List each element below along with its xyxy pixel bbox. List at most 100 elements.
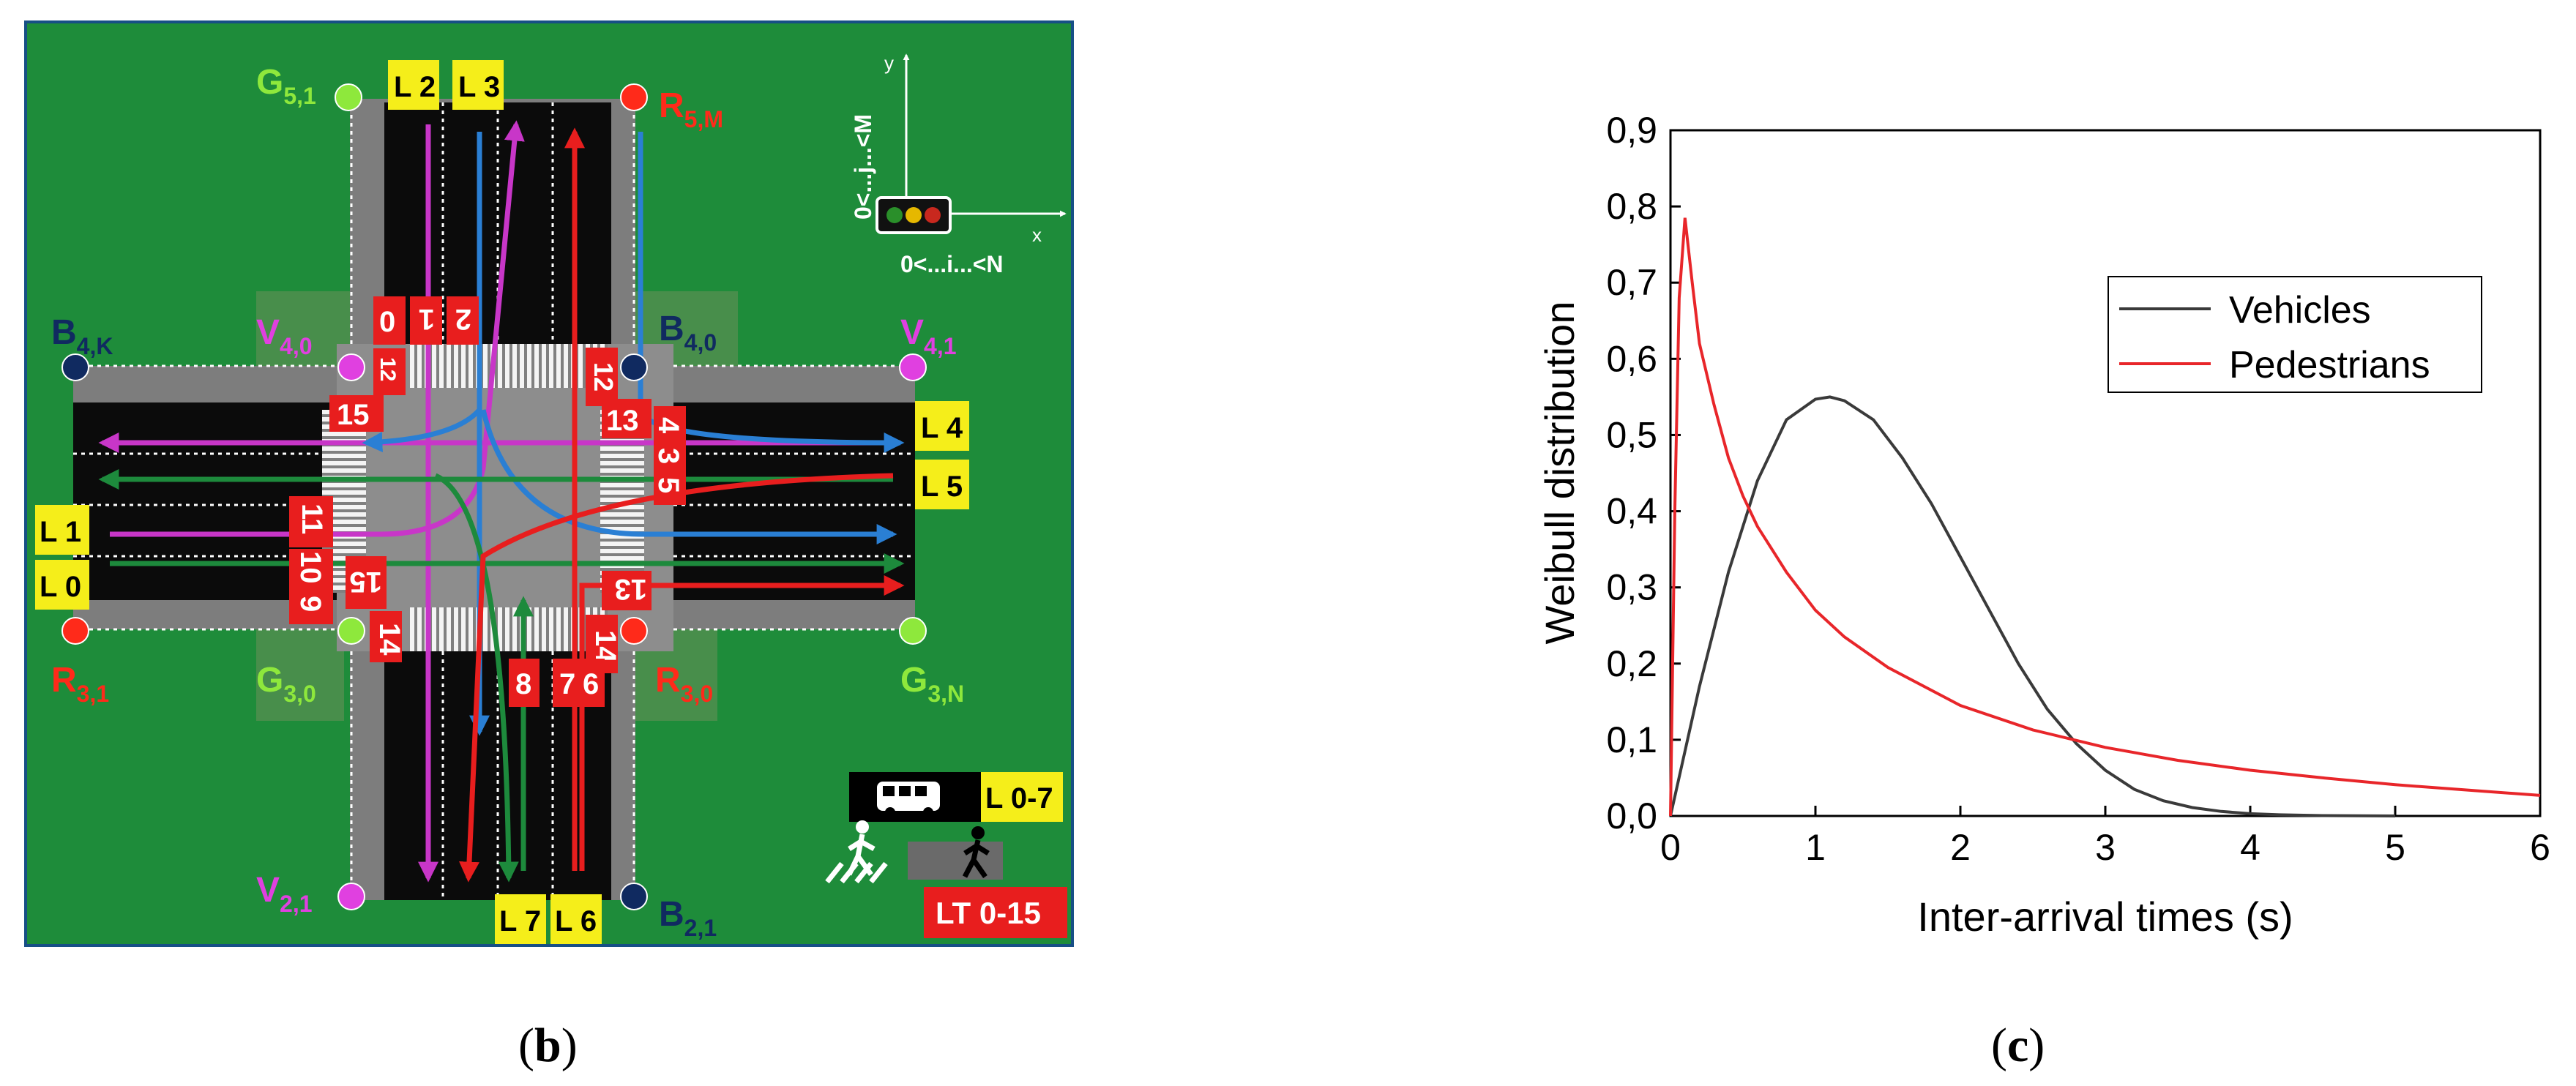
y-tick-label: 0,1 <box>1606 719 1657 760</box>
svg-text:10: 10 <box>294 551 326 584</box>
svg-text:1: 1 <box>419 303 435 335</box>
svg-text:8: 8 <box>515 668 531 700</box>
legend: Vehicles Pedestrians <box>2108 276 2482 393</box>
y-tick-label: 0,4 <box>1606 491 1657 532</box>
bus-icon <box>877 782 940 817</box>
lane-label-l5: L 5 <box>915 460 969 509</box>
svg-text:11: 11 <box>296 503 328 534</box>
y-tick-label: 0,5 <box>1606 414 1657 455</box>
tag-2: 2 <box>447 296 479 345</box>
signal-b40: B4,0 <box>659 310 717 356</box>
svg-text:7: 7 <box>559 668 575 700</box>
legend-lane-turns: LT 0-15 <box>936 896 1041 930</box>
legend-box <box>2108 276 2482 393</box>
svg-text:L 6: L 6 <box>555 905 597 937</box>
y-tick-label: 0,0 <box>1606 795 1657 836</box>
coordinate-inset: y x 0<...j...<M 0<...i...<N <box>850 52 1067 277</box>
tag-12a: 12 <box>373 348 406 395</box>
signal-r31: R3,1 <box>51 661 109 707</box>
tag-14a: 14 <box>370 611 406 662</box>
svg-text:L 5: L 5 <box>921 471 963 503</box>
signal-v40: V4,0 <box>256 313 313 359</box>
path-blue-2 <box>480 409 897 544</box>
caption-b: (b) <box>518 1019 578 1072</box>
tag-12b: 12 <box>586 348 619 406</box>
pedestrian-crossing-icon <box>825 820 1003 884</box>
x-tick-label: 5 <box>2385 827 2405 868</box>
lane-label-l6: L 6 <box>550 894 602 944</box>
svg-text:L 3: L 3 <box>458 71 500 103</box>
svg-text:L 0: L 0 <box>40 571 81 603</box>
x-axis-label: Inter-arrival times (s) <box>1917 894 2293 940</box>
svg-text:13: 13 <box>615 573 648 605</box>
svg-text:L 2: L 2 <box>394 71 436 103</box>
series-lines <box>1669 217 2541 817</box>
traffic-light-icon <box>876 196 952 234</box>
y-tick-label: 0,3 <box>1606 567 1657 608</box>
path-red-2 <box>459 473 894 883</box>
x-tick-label: 6 <box>2530 827 2550 868</box>
caption-c: (c) <box>1991 1019 2045 1072</box>
tag-11: 11 <box>289 496 333 547</box>
lane-label-l7: L 7 <box>495 894 546 944</box>
svg-text:12: 12 <box>376 357 400 381</box>
path-red-3 <box>579 575 905 871</box>
y-tick-label: 0,7 <box>1606 262 1657 303</box>
signal-b21: B2,1 <box>659 895 717 941</box>
tag-8: 8 <box>509 659 540 707</box>
svg-text:4: 4 <box>652 417 684 434</box>
svg-text:13: 13 <box>606 405 639 437</box>
x-tick-label: 2 <box>1950 827 1971 868</box>
axis-y-letter: y <box>884 52 894 74</box>
svg-text:9: 9 <box>294 596 326 612</box>
y-ticks: 0,00,10,20,30,40,50,60,70,80,9 <box>1606 110 1681 836</box>
tag-0: 0 <box>373 296 406 345</box>
tag-10: 10 <box>289 549 333 590</box>
x-tick-label: 1 <box>1805 827 1826 868</box>
intersection-diagram: G5,1 R5,M B4,K V4,0 B4,0 V4,1 R3,1 G3,0 … <box>24 20 1074 1072</box>
svg-text:2: 2 <box>455 303 471 335</box>
tag-13a: 13 <box>602 399 652 438</box>
tag-9: 9 <box>289 589 333 624</box>
svg-text:L 4: L 4 <box>921 412 963 444</box>
y-tick-label: 0,9 <box>1606 110 1657 151</box>
path-green-3 <box>434 473 519 883</box>
svg-text:14: 14 <box>589 630 621 663</box>
lane-turn-tags: 0 1 2 12 15 12 13 4 3 5 11 10 9 15 13 14… <box>289 296 686 707</box>
svg-text:15: 15 <box>337 399 370 431</box>
signal-b4k: B4,K <box>51 313 113 359</box>
svg-text:0: 0 <box>379 306 395 338</box>
y-tick-label: 0,2 <box>1606 643 1657 684</box>
tag-15a: 15 <box>329 395 384 432</box>
lane-label-l4: L 4 <box>915 401 969 451</box>
tag-5: 5 <box>652 468 686 505</box>
lane-label-l0: L 0 <box>35 560 89 610</box>
legend-bus-lanes: L 0-7 <box>985 782 1053 814</box>
lane-label-l3: L 3 <box>452 60 504 110</box>
svg-text:15: 15 <box>350 566 383 598</box>
signal-r5m: R5,M <box>659 86 723 132</box>
path-blue-3 <box>362 408 482 453</box>
signal-g51: G5,1 <box>256 63 316 109</box>
svg-text:6: 6 <box>583 668 599 700</box>
tag-13b: 13 <box>602 571 652 610</box>
svg-text:L 1: L 1 <box>40 516 81 548</box>
svg-text:12: 12 <box>589 362 619 392</box>
lane-label-l1: L 1 <box>35 505 89 555</box>
axis-i-range: 0<...i...<N <box>900 251 1004 277</box>
tag-6: 6 <box>578 659 605 707</box>
lane-lines <box>73 99 915 904</box>
axis-x-letter: x <box>1032 224 1042 246</box>
signal-labels: G5,1 R5,M B4,K V4,0 B4,0 V4,1 R3,1 G3,0 … <box>51 63 964 941</box>
x-tick-label: 4 <box>2240 827 2260 868</box>
series-line-pedestrians <box>1669 217 2541 817</box>
series-line-vehicles <box>1669 395 2396 817</box>
plot-frame <box>1669 129 2542 817</box>
signal-v21: V2,1 <box>256 871 313 917</box>
legend-label-vehicles: Vehicles <box>2229 289 2371 332</box>
signal-dots <box>61 83 927 910</box>
svg-text:5: 5 <box>652 477 684 493</box>
